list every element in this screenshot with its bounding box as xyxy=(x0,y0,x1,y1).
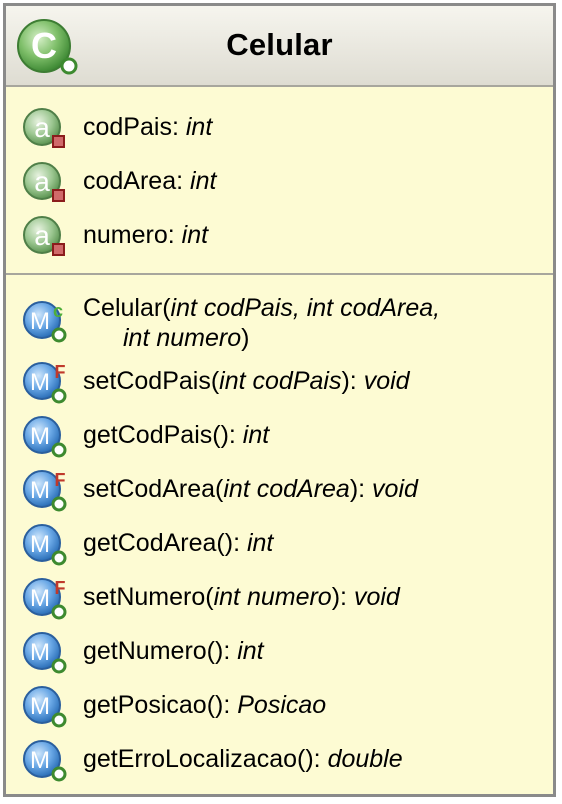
attribute-row: a codArea: int xyxy=(6,156,553,206)
method-row: M getErroLocalizacao(): double xyxy=(6,734,553,784)
attribute-text: numero: int xyxy=(83,221,209,249)
constructor-text: Celular(int codPais, int codArea,int num… xyxy=(83,294,441,352)
constructor-row: M c Celular(int codPais, int codArea,int… xyxy=(6,289,553,359)
svg-text:C: C xyxy=(31,25,57,66)
attribute-row: a codPais: int xyxy=(6,102,553,152)
svg-text:a: a xyxy=(34,166,50,197)
method-row: M getNumero(): int xyxy=(6,626,553,676)
svg-text:M: M xyxy=(30,693,50,720)
class-header: C Celular xyxy=(6,6,553,87)
method-final-icon: M F xyxy=(23,470,67,512)
method-final-icon: M F xyxy=(23,362,67,404)
uml-class-box: C Celular a codPais: int a codArea: int xyxy=(3,3,556,797)
constructor-icon: M c xyxy=(23,301,67,343)
method-public-icon: M xyxy=(23,740,67,782)
svg-text:M: M xyxy=(30,308,50,335)
svg-text:M: M xyxy=(30,639,50,666)
method-text: getCodPais(): int xyxy=(83,421,270,449)
method-row: M F setNumero(int numero): void xyxy=(6,572,553,622)
method-text: setCodArea(int codArea): void xyxy=(83,475,418,503)
field-private-icon: a xyxy=(23,108,65,148)
method-row: M F setCodArea(int codArea): void xyxy=(6,464,553,514)
field-private-icon: a xyxy=(23,216,65,256)
method-text: setCodPais(int codPais): void xyxy=(83,367,410,395)
method-text: setNumero(int numero): void xyxy=(83,583,400,611)
svg-text:a: a xyxy=(34,112,50,143)
svg-text:M: M xyxy=(30,747,50,774)
class-icon: C xyxy=(17,19,78,75)
svg-text:c: c xyxy=(53,301,63,321)
svg-text:F: F xyxy=(55,578,66,598)
method-row: M getCodArea(): int xyxy=(6,518,553,568)
svg-text:M: M xyxy=(30,369,50,396)
svg-text:M: M xyxy=(30,423,50,450)
method-public-icon: M xyxy=(23,416,67,458)
class-name: Celular xyxy=(226,27,333,62)
method-public-icon: M xyxy=(23,632,67,674)
attribute-text: codArea: int xyxy=(83,167,217,195)
method-row: M F setCodPais(int codPais): void xyxy=(6,356,553,406)
svg-text:M: M xyxy=(30,531,50,558)
method-public-icon: M xyxy=(23,524,67,566)
section-divider xyxy=(6,273,553,275)
svg-text:F: F xyxy=(55,470,66,490)
field-private-icon: a xyxy=(23,162,65,202)
svg-text:F: F xyxy=(55,362,66,382)
method-final-icon: M F xyxy=(23,578,67,620)
svg-text:M: M xyxy=(30,585,50,612)
method-row: M getCodPais(): int xyxy=(6,410,553,460)
method-text: getErroLocalizacao(): double xyxy=(83,745,403,773)
method-text: getPosicao(): Posicao xyxy=(83,691,327,719)
method-row: M getPosicao(): Posicao xyxy=(6,680,553,730)
method-text: getCodArea(): int xyxy=(83,529,274,557)
attribute-text: codPais: int xyxy=(83,113,213,141)
svg-text:a: a xyxy=(34,220,50,251)
svg-text:M: M xyxy=(30,477,50,504)
method-public-icon: M xyxy=(23,686,67,728)
method-text: getNumero(): int xyxy=(83,637,264,665)
attribute-row: a numero: int xyxy=(6,210,553,260)
